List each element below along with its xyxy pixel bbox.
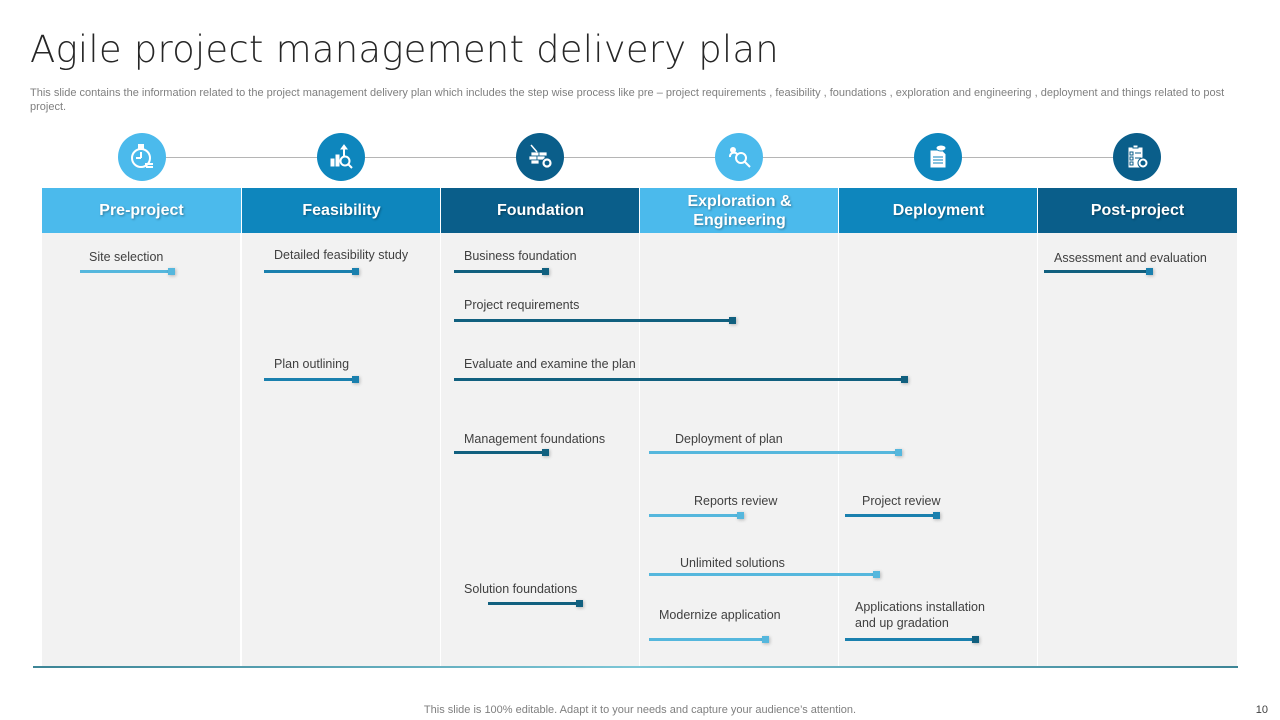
task-end-marker [933,512,940,519]
phase-column-exploration [639,188,838,666]
page-number: 10 [1255,704,1268,716]
phase-column-post-project [1037,188,1237,666]
task-bar [264,378,356,381]
task-end-marker [168,268,175,275]
task-label: Detailed feasibility study [274,248,409,262]
task-end-marker [576,600,583,607]
task-bar [649,451,901,454]
task-bar [649,514,741,517]
task-bar [845,514,939,517]
task-end-marker [873,571,880,578]
phase-header-exploration-engineering: Exploration & Engineering [639,188,839,233]
task-label: Evaluate and examine the plan [464,357,636,371]
task-end-marker [542,268,549,275]
task-end-marker [901,376,908,383]
phase-header-feasibility: Feasibility [241,188,441,233]
task-end-marker [762,636,769,643]
task-label: Assessment and evaluation [1054,251,1207,265]
phase-header-deployment: Deployment [838,188,1038,233]
footer-note: This slide is 100% editable. Adapt it to… [423,704,857,716]
task-end-marker [729,317,736,324]
task-bar [454,319,734,322]
task-label: Business foundation [464,249,577,263]
document-cloud-icon [914,133,962,181]
task-bar [649,638,767,641]
task-bar [649,573,879,576]
task-label: Site selection [89,250,164,264]
task-label: Unlimited solutions [680,556,785,570]
task-bar [80,270,172,273]
phase-column-feasibility [241,188,440,666]
task-end-marker [352,268,359,275]
task-label: Solution foundations [464,582,578,596]
phase-header-pre-project: Pre-project [42,188,241,233]
task-label: Applications installation and up gradati… [855,600,985,630]
phase-header-post-project: Post-project [1037,188,1237,233]
task-bar [454,270,546,273]
task-label: Modernize application [659,608,781,622]
task-end-marker [1146,268,1153,275]
phase-column-pre-project [42,188,240,666]
slide-subtitle: This slide contains the information rela… [30,87,1225,113]
phase-column-deployment [838,188,1037,666]
chart-growth-gear-icon [317,133,365,181]
task-label: Plan outlining [274,357,350,371]
checklist-gear-icon [1113,133,1161,181]
task-bar [454,378,906,381]
task-label: Deployment of plan [675,432,783,446]
phase-header-foundation: Foundation [440,188,640,233]
task-label: Project review [862,494,941,508]
task-bar [488,602,580,605]
task-label: Reports review [694,494,778,508]
explore-magnifier-icon [715,133,763,181]
stopwatch-icon [118,133,166,181]
task-label: Management foundations [464,432,606,446]
task-bar [1044,270,1150,273]
slide-title: Agile project management delivery plan [30,28,779,71]
phase-column-foundation [440,188,639,666]
task-end-marker [542,449,549,456]
task-bar [264,270,356,273]
icon-connector-line [141,157,1137,158]
task-label: Project requirements [464,298,580,312]
task-bar [845,638,977,641]
task-end-marker [972,636,979,643]
task-end-marker [895,449,902,456]
task-end-marker [737,512,744,519]
bricks-gear-icon [516,133,564,181]
task-bar [454,451,546,454]
task-end-marker [352,376,359,383]
bottom-baseline [33,666,1238,668]
